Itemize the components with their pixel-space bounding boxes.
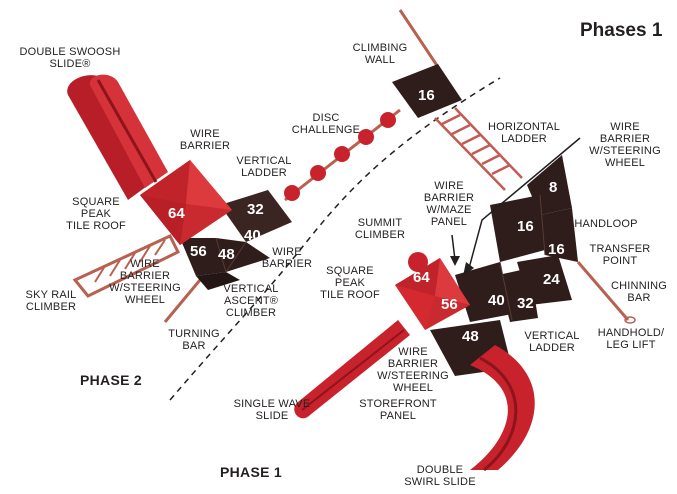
label-square-peak-tile-roof-p2: SQUARE PEAK TILE ROOF — [66, 196, 126, 232]
label-transfer-point: TRANSFER POINT — [589, 243, 651, 267]
deck-number-p2-32: 32 — [247, 201, 264, 218]
phase2-roof — [140, 160, 232, 245]
deck-number-cw16: 16 — [418, 87, 435, 104]
deck-number-p1-64: 64 — [413, 269, 430, 286]
deck-number-p1-40: 40 — [488, 292, 505, 309]
label-climbing-wall: CLIMBING WALL — [352, 42, 408, 66]
page-title: Phases 1 — [580, 20, 663, 41]
double-swirl-slide-shape — [470, 345, 535, 472]
label-horizontal-ladder: HORIZONTAL LADDER — [487, 121, 561, 145]
label-wire-barrier-maze: WIRE BARRIER W/MAZE PANEL — [423, 180, 475, 228]
label-wire-barrier-steering-p1: WIRE BARRIER W/STEERING WHEEL — [377, 346, 449, 394]
label-single-wave-slide: SINGLE WAVE SLIDE — [233, 398, 311, 422]
phase-1-label: PHASE 1 — [220, 464, 283, 480]
disc-challenge-shape — [284, 108, 401, 202]
label-sky-rail-climber: SKY RAIL CLIMBER — [25, 289, 77, 313]
deck-number-p2-40: 40 — [244, 227, 261, 244]
label-double-swirl-slide: DOUBLE SWIRL SLIDE — [404, 464, 476, 488]
sky-rail-climber-shape — [72, 234, 181, 298]
phase1-roof — [395, 252, 470, 330]
deck-number-p1-16a: 16 — [517, 218, 534, 235]
label-handloop: HANDLOOP — [574, 218, 638, 230]
label-summit-climber: SUMMIT CLIMBER — [354, 217, 406, 241]
single-wave-slide-shape — [294, 320, 410, 419]
label-wire-barrier-p2: WIRE BARRIER — [179, 128, 231, 152]
steering-arrow-head — [463, 262, 474, 276]
label-turning-bar: TURNING BAR — [168, 328, 220, 352]
handhold-leg-lift-shape — [624, 316, 636, 324]
double-swoosh-slide-shape — [67, 74, 168, 200]
label-chinning-bar: CHINNING BAR — [611, 280, 667, 304]
label-handhold-leg-lift: HANDHOLD/ LEG LIFT — [597, 327, 665, 351]
label-vertical-ladder-p2: VERTICAL LADDER — [236, 155, 292, 179]
phase-divider-line — [169, 77, 501, 401]
deck-number-p2-64: 64 — [168, 205, 185, 222]
label-wire-barrier-steering-p2: WIRE BARRIER W/STEERING WHEEL — [109, 258, 181, 306]
deck-number-p1-56: 56 — [441, 296, 458, 313]
deck-number-p1-8: 8 — [549, 179, 557, 196]
label-vertical-ascent-climber: VERTICAL ASCENT® CLIMBER — [223, 283, 279, 319]
steering-arrow — [467, 137, 581, 273]
maze-arrow — [451, 234, 456, 261]
label-disc-challenge: DISC CHALLENGE — [291, 112, 361, 136]
label-square-peak-tile-roof-p1: SQUARE PEAK TILE ROOF — [320, 265, 380, 301]
deck-number-p1-32: 32 — [517, 295, 534, 312]
maze-arrow-head — [450, 256, 460, 266]
climbing-wall-shape — [392, 9, 462, 118]
turning-bar-shape — [163, 279, 202, 323]
phase-2-label: PHASE 2 — [80, 372, 143, 388]
chinning-bar-shape — [576, 261, 630, 321]
phase2-decks — [180, 190, 292, 290]
label-wire-barrier-steering-top: WIRE BARRIER W/STEERING WHEEL — [589, 121, 661, 169]
label-double-swoosh-slide: DOUBLE SWOOSH SLIDE® — [19, 46, 121, 70]
deck-number-p1-48: 48 — [462, 328, 479, 345]
label-vertical-ladder-p1: VERTICAL LADDER — [524, 330, 580, 354]
label-storefront-panel: STOREFRONT PANEL — [359, 398, 437, 422]
deck-number-p2-56: 56 — [190, 243, 207, 260]
deck-number-p1-24: 24 — [543, 271, 560, 288]
horizontal-ladder-shape — [434, 107, 523, 191]
deck-number-p1-16b: 16 — [548, 241, 565, 258]
deck-number-p2-48: 48 — [218, 246, 235, 263]
label-wire-barrier-right-p2: WIRE BARRIER — [261, 246, 313, 270]
